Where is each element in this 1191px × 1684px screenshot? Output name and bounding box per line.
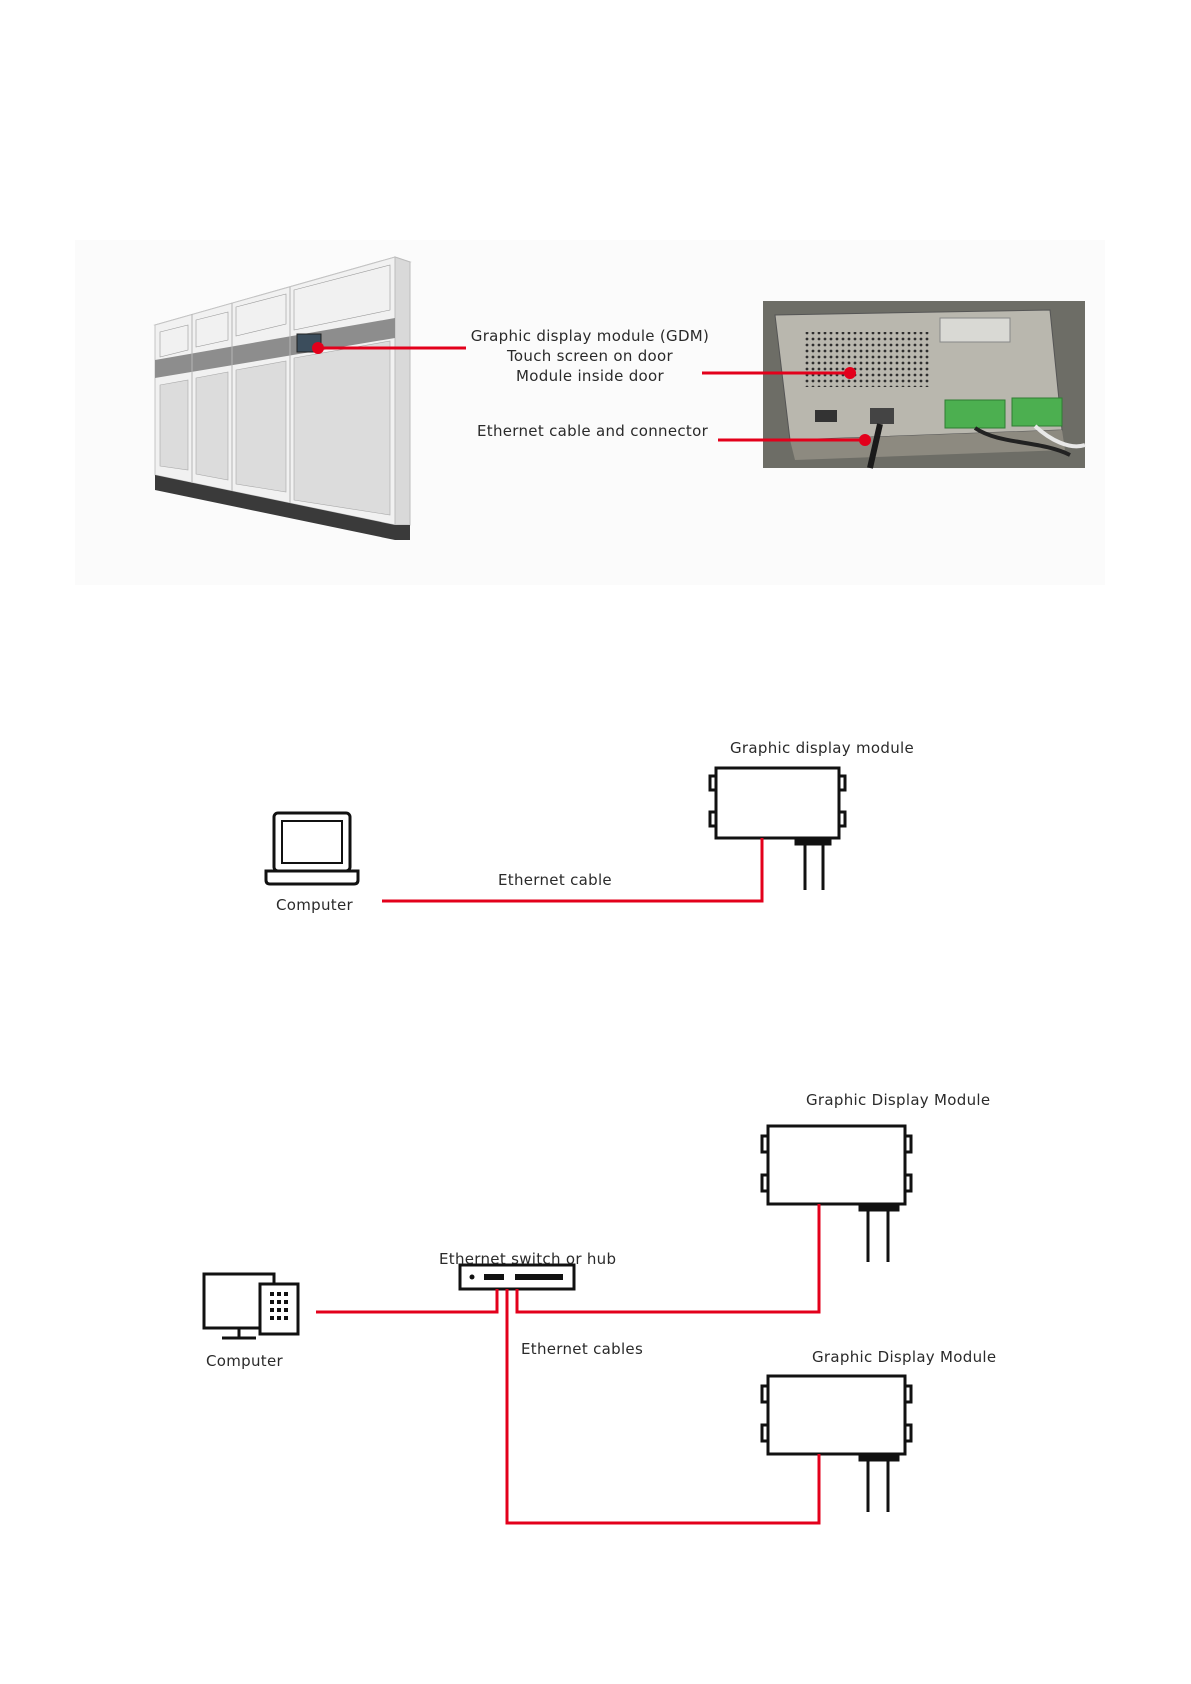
fig3-cables-label: Ethernet cables <box>521 1340 643 1358</box>
gdm-box-1-icon <box>762 1126 911 1210</box>
fig3-gdm1-label: Graphic Display Module <box>806 1091 990 1109</box>
fig3-gdm2-label: Graphic Display Module <box>812 1348 996 1366</box>
fig3-computer-label: Computer <box>206 1352 283 1370</box>
gdm-box-2-icon <box>762 1376 911 1460</box>
fig3-switch-label: Ethernet switch or hub <box>439 1250 616 1268</box>
cable-computer-to-switch <box>316 1289 497 1312</box>
ethernet-switch-icon <box>460 1265 574 1289</box>
desktop-computer-icon <box>204 1274 298 1338</box>
